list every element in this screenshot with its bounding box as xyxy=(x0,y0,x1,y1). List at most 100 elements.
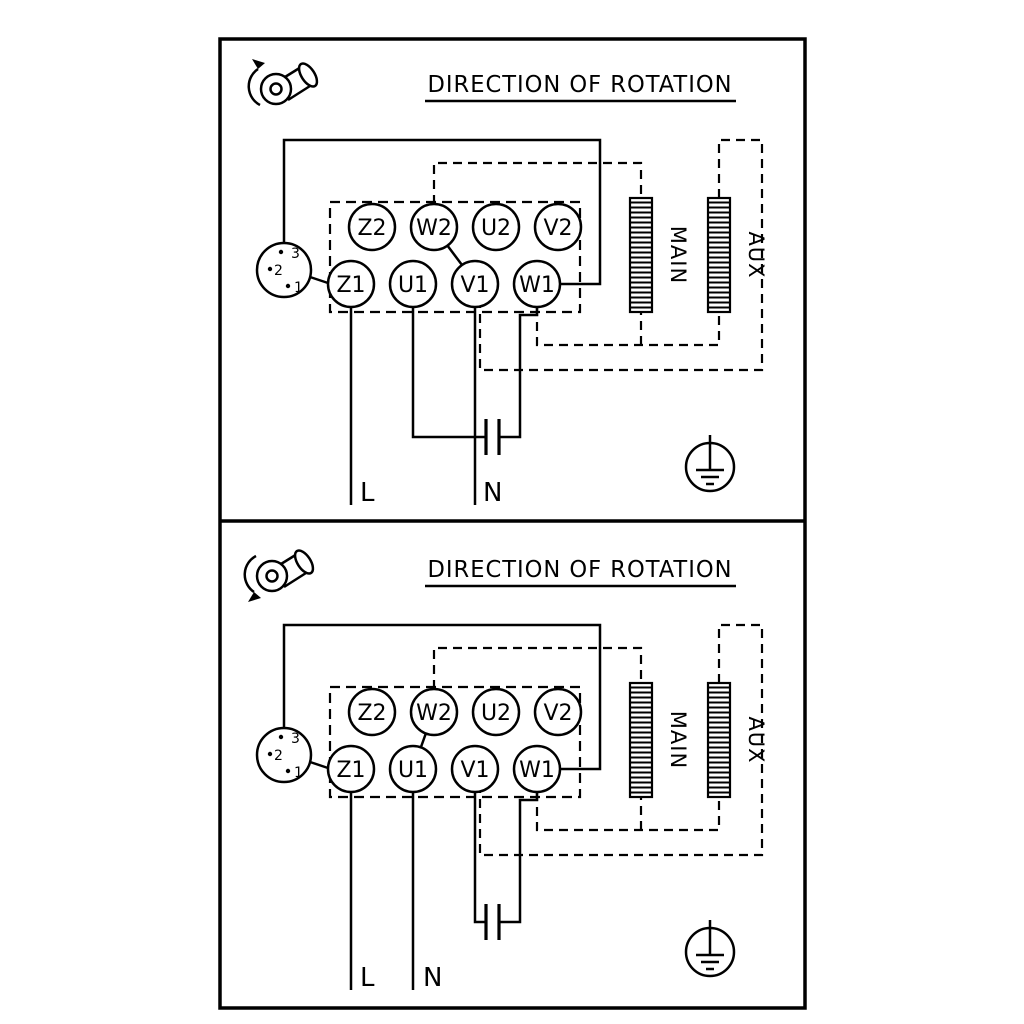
panel-top: DIRECTION OF ROTATION xyxy=(247,59,768,508)
shaft-cap xyxy=(297,62,319,88)
terminal-z2: Z2 xyxy=(347,202,397,252)
svg-text:W1: W1 xyxy=(519,758,555,783)
rotation-direction-icon xyxy=(247,59,319,107)
selector-dot-1 xyxy=(285,283,291,289)
terminal-w2: W2 xyxy=(409,202,459,252)
svg-text:V2: V2 xyxy=(543,216,572,241)
neutral-label: N xyxy=(483,478,502,508)
wire-w1-to-winding-bottoms xyxy=(535,792,721,832)
wire-capacitor-to-w1 xyxy=(499,792,539,924)
terminal-u1: U1 xyxy=(388,744,438,794)
selector-dot-2 xyxy=(267,751,273,757)
wire-aux-top-to-v1 xyxy=(478,138,764,372)
svg-text:V1: V1 xyxy=(460,273,489,298)
terminal-w1: W1 xyxy=(512,744,562,794)
wire-selector-loop-to-w1 xyxy=(282,623,602,771)
main-winding-coil xyxy=(628,681,654,799)
panel-title: DIRECTION OF ROTATION xyxy=(428,557,733,583)
selector-dot-3 xyxy=(278,249,284,255)
selector-pos-1: 1 xyxy=(294,280,303,296)
selector-body xyxy=(255,726,313,784)
rotation-arrow-arc xyxy=(243,554,257,594)
main-winding-coil xyxy=(628,196,654,314)
shaft-center xyxy=(269,82,283,96)
panel-bottom: DIRECTION OF ROTATION xyxy=(243,549,768,993)
wire-w1-to-winding-bottoms xyxy=(535,307,721,347)
earth-ground-icon xyxy=(684,435,736,493)
terminal-v2: V2 xyxy=(533,202,583,252)
capacitor-symbol xyxy=(484,904,501,940)
selector-switch: 3 2 1 xyxy=(255,726,313,784)
terminal-w2: W2 xyxy=(409,687,459,737)
line-label: L xyxy=(360,963,375,993)
solid-wires xyxy=(282,138,602,505)
svg-text:W1: W1 xyxy=(519,273,555,298)
terminal-z1: Z1 xyxy=(326,259,376,309)
selector-pos-2: 2 xyxy=(274,263,283,279)
wire-selector-to-z1 xyxy=(309,275,329,285)
svg-text:W2: W2 xyxy=(416,216,452,241)
rotation-arrow-head xyxy=(248,592,261,602)
svg-text:U2: U2 xyxy=(481,216,511,241)
aux-winding: AUX xyxy=(706,681,768,799)
panel-title: DIRECTION OF ROTATION xyxy=(428,72,733,98)
selector-dot-3 xyxy=(278,734,284,740)
wire-w2-to-v1-bridge xyxy=(446,244,463,266)
selector-dot-1 xyxy=(285,768,291,774)
wire-selector-loop-to-w1 xyxy=(282,138,602,286)
terminal-u1: U1 xyxy=(388,259,438,309)
svg-text:U2: U2 xyxy=(481,701,511,726)
capacitor-symbol xyxy=(484,419,501,455)
svg-text:U1: U1 xyxy=(398,758,428,783)
selector-pos-3: 3 xyxy=(291,731,300,747)
main-winding-label: MAIN xyxy=(666,226,690,284)
aux-winding-coil xyxy=(706,681,732,799)
svg-text:U1: U1 xyxy=(398,273,428,298)
wire-w2-to-u1-bridge xyxy=(419,732,428,748)
neutral-label: N xyxy=(423,963,442,993)
svg-text:Z1: Z1 xyxy=(336,758,365,783)
wire-aux-top-to-v1 xyxy=(478,623,764,857)
diagram-border xyxy=(218,37,807,1010)
wire-w2-to-main-top xyxy=(432,161,643,204)
selector-dot-2 xyxy=(267,266,273,272)
wire-selector-to-z1 xyxy=(309,760,329,770)
aux-winding: AUX xyxy=(706,196,768,314)
svg-text:V1: V1 xyxy=(460,758,489,783)
rotation-direction-icon xyxy=(243,549,315,602)
selector-pos-1: 1 xyxy=(294,765,303,781)
solid-wires xyxy=(282,623,602,990)
wire-capacitor-to-w1 xyxy=(499,307,539,439)
shaft-body-bottom xyxy=(287,84,311,102)
terminal-w1: W1 xyxy=(512,259,562,309)
wire-u1-to-capacitor xyxy=(411,307,486,439)
svg-text:Z1: Z1 xyxy=(336,273,365,298)
shaft-center xyxy=(265,569,279,583)
terminal-z2: Z2 xyxy=(347,687,397,737)
main-winding: MAIN xyxy=(628,196,690,314)
terminal-u2: U2 xyxy=(471,202,521,252)
terminal-z1: Z1 xyxy=(326,744,376,794)
selector-pos-2: 2 xyxy=(274,748,283,764)
selector-switch: 3 2 1 xyxy=(255,241,313,299)
rotation-arrow-head xyxy=(252,59,265,69)
selector-body xyxy=(255,241,313,299)
svg-text:Z2: Z2 xyxy=(357,216,386,241)
svg-text:V2: V2 xyxy=(543,701,572,726)
dashed-wires xyxy=(432,138,764,372)
terminal-block-outline xyxy=(328,200,582,314)
terminal-v1: V1 xyxy=(450,744,500,794)
aux-winding-label: AUX xyxy=(744,716,768,763)
aux-winding-label: AUX xyxy=(744,231,768,278)
selector-pos-3: 3 xyxy=(291,246,300,262)
wire-v1-to-capacitor xyxy=(473,792,486,924)
shaft-cap xyxy=(293,549,315,575)
svg-text:W2: W2 xyxy=(416,701,452,726)
main-winding: MAIN xyxy=(628,681,690,799)
main-winding-label: MAIN xyxy=(666,711,690,769)
line-label: L xyxy=(360,478,375,508)
terminal-block-outline xyxy=(328,685,582,799)
terminal-v2: V2 xyxy=(533,687,583,737)
shaft-body-bottom xyxy=(283,571,307,589)
